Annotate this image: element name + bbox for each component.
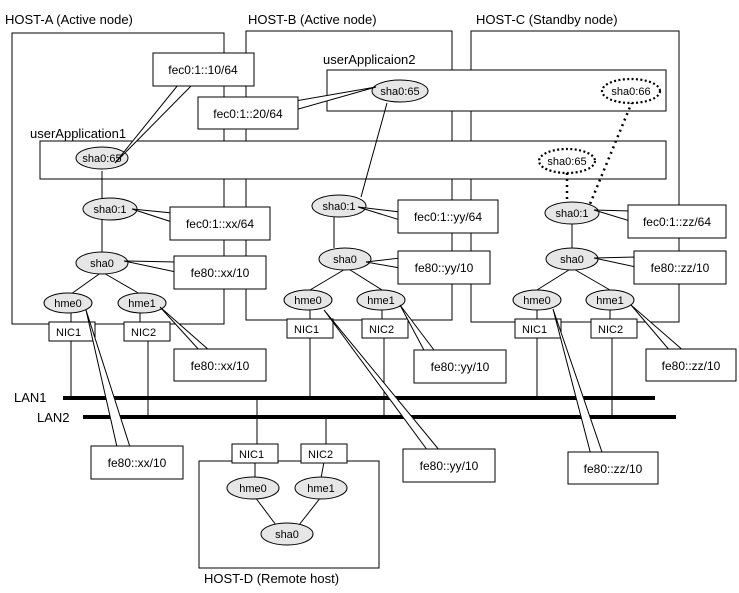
host-c-hme1-link-local: fe80::zz/10 [662,359,721,373]
svg-text:hme1: hme1 [307,483,335,495]
host-c-sha0-66-standby-node [600,77,662,105]
host-c-title: HOST-C (Standby node) [476,12,618,27]
host-a-hme0-link-local: fe80::xx/10 [108,456,167,470]
host-a-hme1-link-local: fe80::xx/10 [191,359,250,373]
host-d-hme1-node [294,476,348,500]
host-d-nic1: NIC1 [239,449,264,461]
svg-text:sha0: sha0 [560,254,584,266]
svg-text:sha0:1: sha0:1 [555,208,588,220]
svg-text:sha0:65: sha0:65 [380,86,419,98]
svg-text:sha0: sha0 [333,254,357,266]
app1-takeover-address: fec0:1::10/64 [168,63,238,77]
host-d-hme0-node [226,476,280,500]
host-a-hme1-node [117,292,167,314]
host-c-sha0-1-node [544,201,600,225]
host-b-sha0-link-local: fe80::yy/10 [415,261,474,275]
host-a-site-local-address: fec0:1::xx/64 [186,217,254,231]
host-b-sha0-node [318,247,372,271]
host-b-hme1-link-local: fe80::yy/10 [431,360,490,374]
host-c-hme1-node [585,289,635,311]
host-d-title: HOST-D (Remote host) [204,571,339,586]
host-c-sha0-65-standby-node [537,147,597,175]
host-a-hme0-node [43,292,93,314]
svg-text:sha0:1: sha0:1 [93,204,126,216]
host-b-title: HOST-B (Active node) [248,12,377,27]
host-c-sha0-link-local: fe80::zz/10 [651,261,710,275]
host-c-site-local-address: fec0:1::zz/64 [643,215,711,229]
svg-text:hme0: hme0 [523,295,551,307]
svg-text:sha0:65: sha0:65 [82,153,121,165]
standby-link-app2 [588,101,634,205]
host-c-hme0-link-local: fe80::zz/10 [584,462,643,476]
userapplication1-title: userApplication1 [30,126,126,141]
host-b-sha0-1-node [311,194,367,218]
lan1-label: LAN1 [14,390,47,405]
host-d-box [198,460,380,569]
host-b-nic1: NIC1 [294,324,319,336]
host-d-sha0-node [260,522,314,546]
svg-text:hme1: hme1 [128,298,156,310]
svg-text:sha0: sha0 [275,529,299,541]
lan2-label: LAN2 [37,410,70,425]
svg-text:sha0:66: sha0:66 [611,86,650,98]
host-d-nic2: NIC2 [308,449,333,461]
host-c-nic2: NIC2 [598,324,623,336]
userapplication2-title: userApplicaion2 [323,52,416,67]
host-b-hme0-link-local: fe80::yy/10 [420,459,479,473]
host-b-sha0-65-node [371,79,429,103]
host-b-hme1-node [356,289,406,311]
svg-text:hme0: hme0 [239,483,267,495]
svg-text:sha0: sha0 [90,258,114,270]
svg-text:hme1: hme1 [367,295,395,307]
host-c-nic1: NIC1 [522,324,547,336]
svg-text:hme1: hme1 [596,295,624,307]
host-b-site-local-address: fec0:1::yy/64 [414,210,482,224]
svg-text:hme0: hme0 [294,295,322,307]
host-a-nic1: NIC1 [56,327,81,339]
host-a-sha0-node [75,251,129,275]
svg-text:sha0:1: sha0:1 [322,201,355,213]
app2-takeover-address: fec0:1::20/64 [213,107,283,121]
host-a-nic2: NIC2 [131,327,156,339]
host-b-nic2: NIC2 [369,324,394,336]
svg-text:hme0: hme0 [54,298,82,310]
host-c-hme0-node [512,289,562,311]
host-a-sha0-65-node [75,146,129,170]
host-a-sha0-link-local: fe80::xx/10 [191,266,250,280]
svg-text:sha0:65: sha0:65 [547,156,586,168]
host-a-title: HOST-A (Active node) [5,12,133,27]
host-b-hme0-node [283,289,333,311]
